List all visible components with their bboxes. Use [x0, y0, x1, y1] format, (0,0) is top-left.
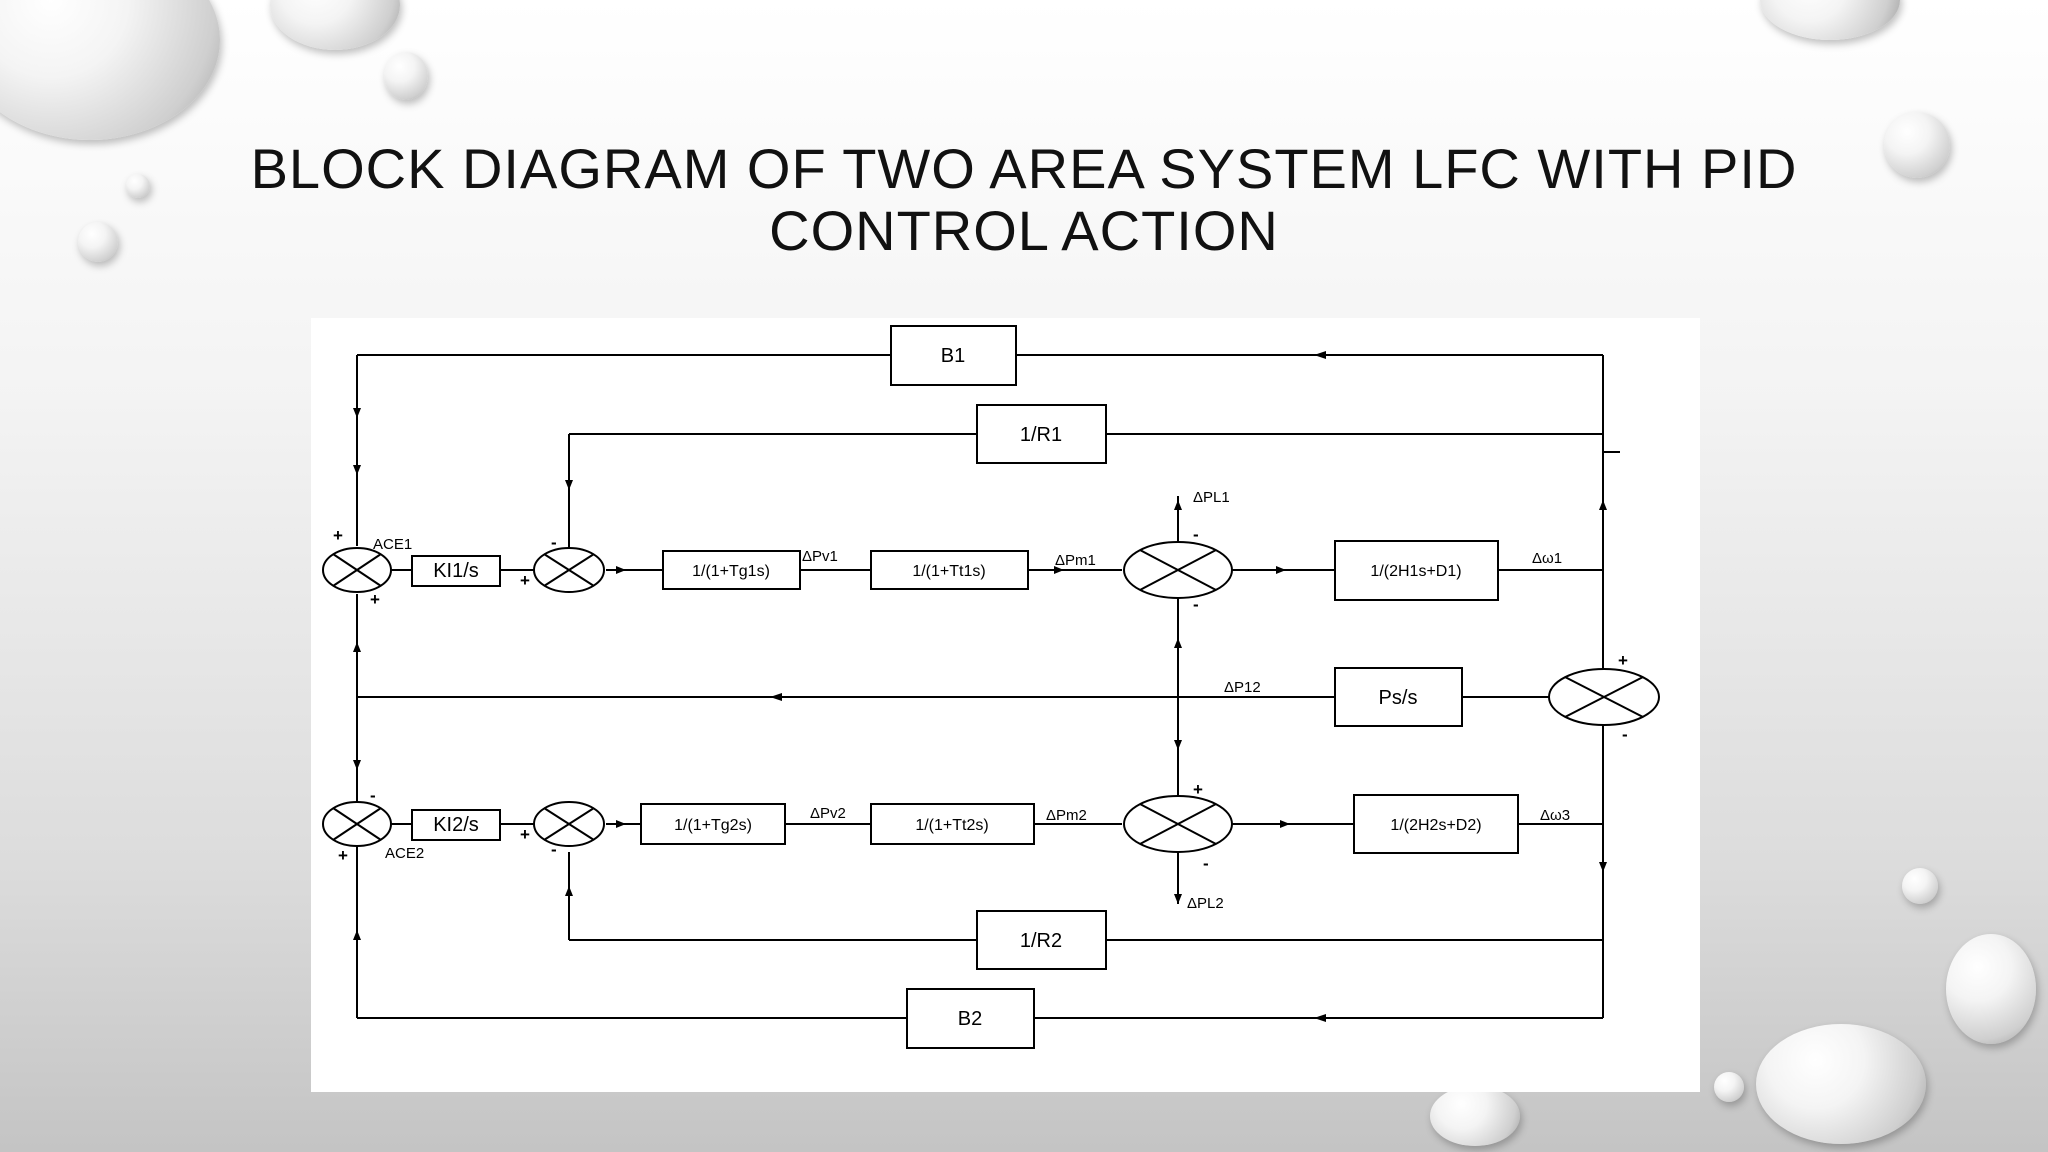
dpl1-label: ΔPL1 — [1193, 489, 1230, 506]
dpv1-label: ΔPv1 — [802, 548, 838, 565]
dpv2-label: ΔPv2 — [810, 805, 846, 822]
diagram-panel: B1 1/R1 KI1/s 1/(1+Tg1s) 1/(1+Tt1s) 1/(2… — [311, 318, 1700, 1092]
ps-label: Ps/s — [1379, 687, 1418, 709]
sum-junction-area2-load — [1123, 795, 1233, 853]
sign-plus: + — [520, 571, 530, 590]
sign-plus: + — [370, 590, 380, 609]
sign-minus: - — [551, 840, 557, 859]
sign-minus: - — [1193, 595, 1199, 614]
turb2-label: 1/(1+Tt2s) — [915, 817, 988, 834]
sum-junction-tie — [1548, 668, 1660, 726]
inv-r1-label: 1/R1 — [1020, 424, 1062, 446]
sign-minus: - — [1203, 854, 1209, 873]
gen1-label: 1/(2H1s+D1) — [1370, 563, 1461, 580]
water-drop-decoration — [78, 222, 118, 262]
title-line-2: CONTROL ACTION — [769, 199, 1279, 262]
ace1-label: ACE1 — [373, 536, 412, 553]
ps-block — [1334, 667, 1463, 727]
sign-minus: - — [1622, 725, 1628, 744]
water-drop-decoration — [270, 0, 400, 50]
turb2-block — [870, 803, 1035, 845]
turb1-label: 1/(1+Tt1s) — [912, 563, 985, 580]
dpm1-label: ΔPm1 — [1055, 552, 1096, 569]
sum-junction-gov2 — [533, 801, 605, 847]
sum-junction-area1-load — [1123, 541, 1233, 599]
inv-r2-label: 1/R2 — [1020, 930, 1062, 952]
b2-label: B2 — [958, 1008, 982, 1030]
sign-plus: + — [1193, 780, 1203, 799]
water-drop-decoration — [1430, 1086, 1520, 1146]
ki1-label: KI1/s — [433, 560, 479, 582]
gov2-block — [640, 803, 786, 845]
water-drop-decoration — [1884, 112, 1950, 178]
b2-block — [906, 988, 1035, 1049]
sign-minus: - — [370, 786, 376, 805]
gen1-block — [1334, 540, 1499, 601]
gen2-block — [1353, 794, 1519, 854]
sign-plus: + — [1618, 651, 1628, 670]
slide-title: BLOCK DIAGRAM OF TWO AREA SYSTEM LFC WIT… — [200, 138, 1848, 262]
title-line-1: BLOCK DIAGRAM OF TWO AREA SYSTEM LFC WIT… — [250, 137, 1798, 200]
dp12-label: ΔP12 — [1224, 679, 1261, 696]
dw2-label: Δω3 — [1540, 807, 1570, 824]
water-drop-decoration — [1946, 934, 2036, 1044]
b1-label: B1 — [941, 345, 965, 367]
sign-minus: - — [1193, 525, 1199, 544]
water-drop-decoration — [126, 174, 150, 198]
dpm2-label: ΔPm2 — [1046, 807, 1087, 824]
ki2-block — [411, 809, 501, 841]
block-diagram: B1 1/R1 KI1/s 1/(1+Tg1s) 1/(1+Tt1s) 1/(2… — [322, 325, 1660, 1049]
water-drop-decoration — [1714, 1072, 1744, 1102]
dw1-label: Δω1 — [1532, 550, 1562, 567]
gov1-block — [662, 550, 801, 590]
sign-plus: + — [520, 825, 530, 844]
water-drop-decoration — [1902, 868, 1938, 904]
turb1-block — [870, 550, 1029, 590]
sign-minus: - — [551, 533, 557, 552]
gen2-label: 1/(2H2s+D2) — [1390, 817, 1481, 834]
sum-junction-ace2 — [322, 801, 392, 847]
sign-plus: + — [338, 846, 348, 865]
b1-block — [890, 325, 1017, 386]
sum-junction-gov1 — [533, 547, 605, 593]
water-drop-decoration — [0, 0, 220, 140]
sign-plus: + — [333, 526, 343, 545]
gov1-label: 1/(1+Tg1s) — [692, 563, 770, 580]
water-drop-decoration — [384, 52, 428, 100]
water-drop-decoration — [1756, 1024, 1926, 1144]
dpl2-label: ΔPL2 — [1187, 895, 1224, 912]
water-drop-decoration — [1760, 0, 1900, 40]
ki1-block — [411, 555, 501, 587]
gov2-label: 1/(1+Tg2s) — [674, 817, 752, 834]
sum-junction-ace1 — [322, 547, 392, 593]
inv-r1-block — [976, 404, 1107, 464]
ki2-label: KI2/s — [433, 814, 479, 836]
inv-r2-block — [976, 910, 1107, 970]
ace2-label: ACE2 — [385, 845, 424, 862]
